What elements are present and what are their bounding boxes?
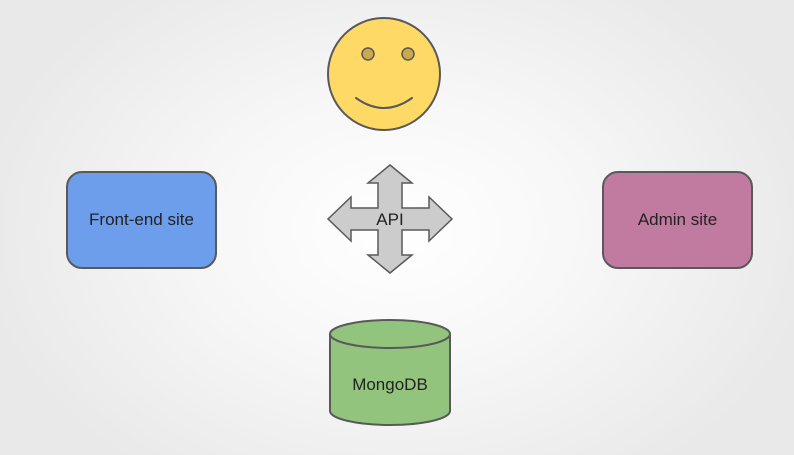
database-node: MongoDB [329,319,451,426]
smiley-face-right-eye [401,47,415,61]
admin-site-label: Admin site [637,210,718,229]
smiley-face-head [327,17,441,131]
database-cylinder-icon [329,319,451,349]
smiley-face-left-eye [361,47,375,61]
smiley-face-icon [327,17,441,131]
smiley-face-mouth [355,97,413,109]
admin-site-box: Admin site [602,171,753,269]
api-node: API [326,164,454,274]
front-end-site-label: Front-end site [89,210,194,229]
four-way-arrow-icon [326,164,454,274]
front-end-site-box: Front-end site [66,171,217,269]
database-cylinder-body [329,334,451,426]
api-label: API [376,210,403,229]
mongodb-label: MongoDB [352,375,428,394]
